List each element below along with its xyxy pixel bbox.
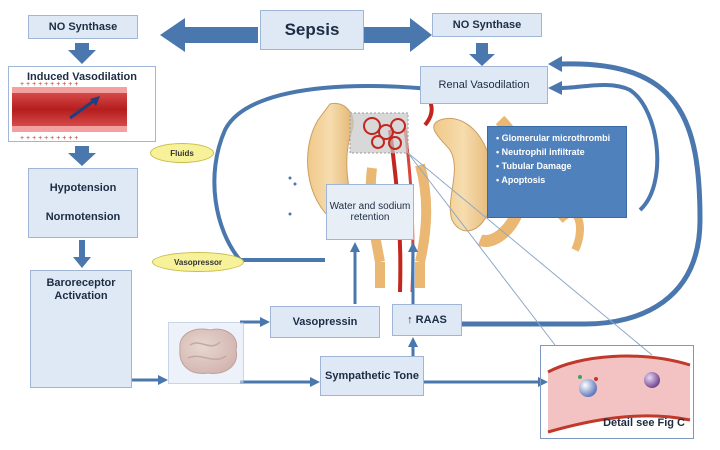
arrow-vasopressin-to-water-head: [350, 242, 360, 252]
feedback-loop-line: [212, 83, 471, 262]
svg-text:+ + + + + + + + + +: + + + + + + + + + +: [20, 135, 78, 142]
hypotension-box: Hypotension Normotension: [28, 168, 138, 238]
brain-box: [168, 322, 244, 384]
kidney-effect-item: • Glomerular microthrombi: [496, 133, 611, 143]
detail-vessel-illustration: [547, 354, 691, 434]
arrow-nos-to-vasodilation: [68, 43, 96, 64]
nos-left-box: NO Synthase: [28, 15, 138, 39]
sepsis-box: Sepsis: [260, 10, 364, 50]
normotension-label: Normotension: [45, 211, 121, 223]
vasopressor-oval: Vasopressor: [152, 252, 244, 272]
water-sodium-box: Water and sodium retention: [326, 184, 414, 240]
outer-loop-line: [430, 61, 703, 327]
vessel-illustration: + + + + + + + + + + + + + + + + + + + +: [12, 81, 127, 142]
inner-loop-line: [561, 83, 660, 212]
arrow-baro-to-brain-head: [158, 375, 168, 385]
kidney-effect-item: • Tubular Damage: [496, 161, 572, 171]
raas-box: ↑ RAAS: [392, 304, 462, 336]
fluids-oval: Fluids: [150, 143, 214, 163]
vasopressin-box: Vasopressin: [270, 306, 380, 338]
induced-vasodilation-label: Induced Vasodilation: [26, 71, 138, 83]
zoom-lines: [407, 152, 653, 356]
kidney-effect-item: • Apoptosis: [496, 175, 546, 185]
detail-fig-c-box: Detail see Fig C: [540, 345, 694, 439]
hypotension-label: Hypotension: [49, 182, 117, 195]
kidney-effect-item: • Neutrophil infiltrate: [496, 147, 585, 157]
induced-vasodilation-box: Induced Vasodilation: [8, 66, 156, 142]
inner-loop-arrowhead: [548, 81, 562, 95]
arrow-brain-to-sympathetic-head: [310, 377, 320, 387]
arrow-sepsis-right: [364, 18, 432, 52]
arrow-brain-to-vasopressin-head: [260, 317, 270, 327]
nos-right-box: NO Synthase: [432, 13, 542, 37]
baroreceptor-box: Baroreceptor Activation: [30, 270, 132, 388]
arrow-vasodilation-to-hypotension: [68, 146, 96, 166]
baroreceptor-label: Baroreceptor Activation: [46, 277, 116, 302]
arrow-sepsis-left: [160, 18, 258, 52]
arrow-sympathetic-to-raas-head: [408, 337, 418, 347]
sympathetic-tone-box: Sympathetic Tone: [320, 356, 424, 396]
renal-vasodilation-box: Renal Vasodilation: [420, 66, 548, 104]
detail-fig-c-label: Detail see Fig C: [603, 417, 685, 430]
outer-loop-arrowhead: [548, 56, 562, 72]
arrow-nos-to-renal: [469, 43, 495, 66]
arrow-normo-to-baroreceptor: [73, 240, 91, 268]
svg-text:+ + + + + + + + + +: + + + + + + + + + +: [20, 81, 78, 88]
arrow-raas-to-water-head: [408, 242, 418, 252]
kidney-effects-box: • Glomerular microthrombi • Neutrophil i…: [487, 126, 627, 218]
